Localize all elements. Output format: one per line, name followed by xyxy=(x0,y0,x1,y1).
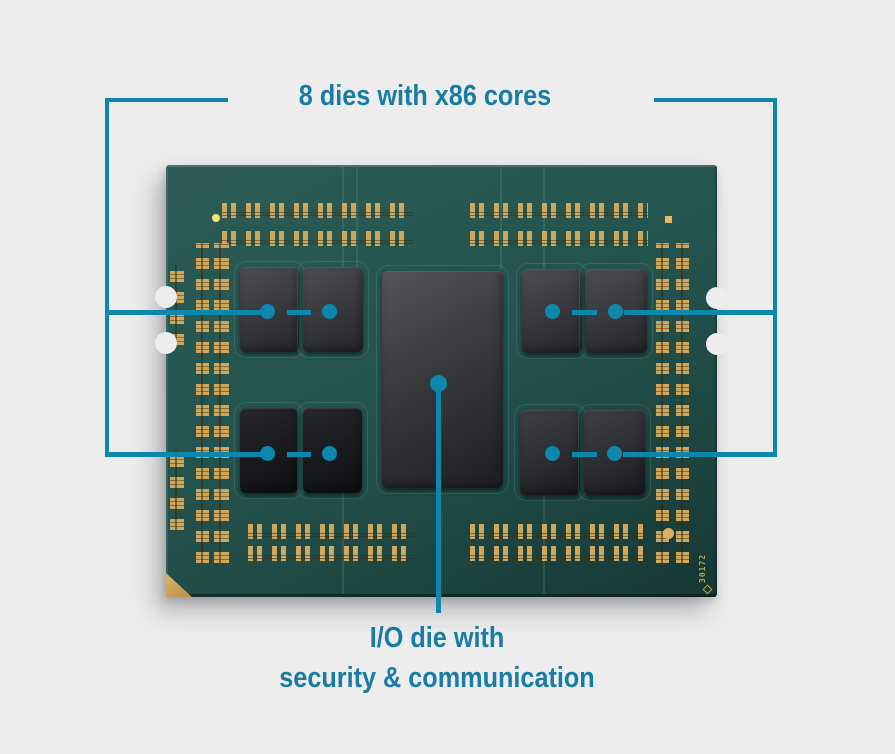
callout-dash-upper-left xyxy=(287,310,311,315)
die-marker-dot-1 xyxy=(260,304,275,319)
callout-line-lower-right xyxy=(623,452,777,457)
callout-line-upper-right xyxy=(624,310,777,315)
callout-dash-lower-right xyxy=(572,452,597,457)
die-marker-dot-4 xyxy=(608,304,623,319)
callout-bracket-top-right xyxy=(654,98,777,102)
edge-notch-right-1 xyxy=(706,287,728,309)
io-die-label-line2: security & communication xyxy=(279,662,595,694)
callout-bracket-right-vertical xyxy=(773,98,777,457)
edge-notch-right-2 xyxy=(706,333,728,355)
die-marker-dot-2 xyxy=(322,304,337,319)
chip-marking-diamond-icon xyxy=(702,584,713,595)
io-die-marker-dot xyxy=(430,375,447,392)
pad-array-edge-left-lower xyxy=(170,450,184,530)
pad-array-right-col1 xyxy=(656,243,669,563)
pad-array-top-row2-left xyxy=(222,231,414,246)
die-marker-dot-7 xyxy=(545,446,560,461)
callout-dash-upper-right xyxy=(572,310,597,315)
pad-array-edge-left-upper xyxy=(170,265,184,345)
callout-line-lower-left xyxy=(105,452,261,457)
die-marker-dot-6 xyxy=(322,446,337,461)
pad-array-top-row1-left xyxy=(222,203,414,218)
pad-array-top-row1-right xyxy=(470,203,648,218)
fiducial-square-gold xyxy=(665,216,672,223)
pcb-trace xyxy=(342,493,344,594)
pcb-trace xyxy=(500,167,502,269)
die-marker-dot-5 xyxy=(260,446,275,461)
die-marker-dot-3 xyxy=(545,304,560,319)
pad-array-bottom-row1-right xyxy=(470,524,644,539)
pcb-trace xyxy=(543,167,545,269)
callout-bracket-left-vertical xyxy=(105,98,109,457)
pad-array-bottom-row2-right xyxy=(470,546,644,561)
pad-array-bottom-row2-left xyxy=(248,546,414,561)
callout-bracket-top-left xyxy=(105,98,228,102)
io-die-label-line1: I/O die with xyxy=(369,622,505,654)
fiducial-circle-gold xyxy=(663,528,674,539)
fiducial-dot-yellow xyxy=(212,214,220,222)
callout-line-io-die xyxy=(436,384,441,613)
chip-marking-text: 30172 xyxy=(698,553,707,583)
pad-array-top-row2-right xyxy=(470,231,648,246)
pcb-substrate: 30172 xyxy=(166,165,717,597)
pad-array-bottom-row1-left xyxy=(248,524,414,539)
callout-line-upper-left xyxy=(105,310,261,315)
pad-array-left-col2 xyxy=(214,243,229,563)
pad-array-right-col2 xyxy=(676,243,689,563)
callout-dash-lower-left xyxy=(287,452,311,457)
diagram-title: 8 dies with x86 cores xyxy=(298,80,552,112)
pin1-corner-chamfer xyxy=(166,573,192,597)
edge-notch-left-1 xyxy=(155,286,177,308)
die-marker-dot-8 xyxy=(607,446,622,461)
io-die-label: I/O die with security & communication xyxy=(263,618,611,698)
edge-notch-left-2 xyxy=(155,332,177,354)
pcb-trace xyxy=(543,495,545,594)
pad-array-left-col1 xyxy=(196,243,209,563)
